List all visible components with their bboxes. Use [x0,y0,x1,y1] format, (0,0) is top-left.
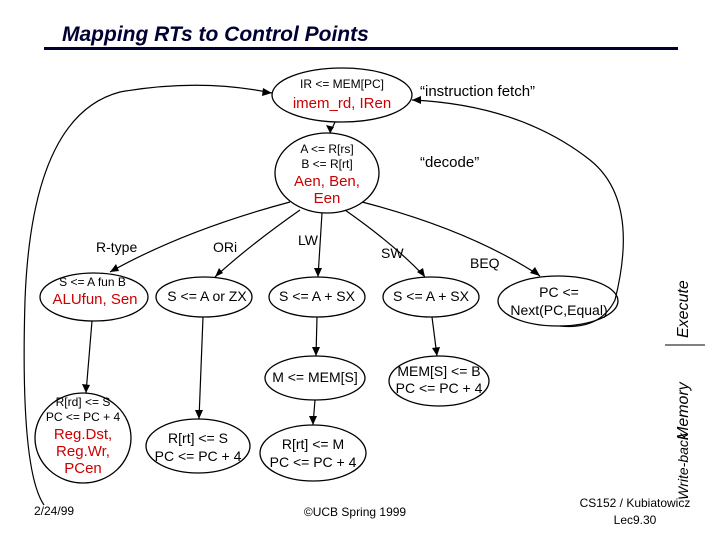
arrowhead-sw [417,268,425,277]
arrowhead-loop-right [412,96,421,104]
arrow-decode-beq [361,201,541,277]
footer-date: 2/24/99 [34,504,75,518]
footer-course: CS152 / Kubiatowicz [579,496,691,510]
fetch-label: “instruction fetch” [420,83,536,100]
sw-mem-rt-2: PC <= PC + 4 [395,380,483,396]
lw-wb-state [259,424,367,482]
branch-sw-label: SW [381,245,404,261]
decode-control-points-1: Aen, Ben, [294,173,360,190]
arrowhead-rtype [110,264,119,272]
fetch-state [271,67,413,123]
rtype-exec-rt: S <= A fun B [59,275,126,289]
arrow-decode-ori [214,209,301,278]
arrowhead-rtype-wb [82,384,90,393]
footer-lecture: Lec9.30 [613,513,657,527]
arrow-rtype-wb [85,320,93,394]
ori-wb-rt-2: PC <= PC + 4 [154,448,242,464]
arrowhead-sw-mem [432,347,440,356]
arrowhead-beq [530,267,540,276]
lw-wb-rt-1: R[rt] <= M [281,436,345,452]
arrowhead-lw-mem-wb [309,416,317,425]
rtype-wb-state [34,392,132,484]
lw-wb-rt-2: PC <= PC + 4 [269,454,357,470]
sw-mem-state [388,355,490,407]
arrowhead-lw-mem [312,347,320,356]
branch-lw-label: LW [298,232,318,248]
return-loop-left [23,84,273,506]
stage-writeback-label: Write-back [675,433,691,500]
arrow-decode-sw [344,209,426,278]
rtype-wb-rt-1: R[rd] <= S [55,395,111,409]
beq-exec-state [497,275,619,327]
ori-exec-rt: S <= A or ZX [167,288,247,304]
title-underline [44,47,678,50]
footer-copyright: ©UCB Spring 1999 [303,505,407,519]
rtype-exec-state [39,272,149,322]
branch-beq-label: BEQ [470,255,500,271]
decode-control-points-2: Een [313,190,341,207]
rtype-wb-control-2: Reg.Wr, [56,443,110,460]
slide-title: Mapping RTs to Control Points [62,23,369,46]
arrowhead-fetch-decode [326,125,334,133]
ori-exec-state [155,276,253,318]
arrow-ori-wb [198,316,204,420]
stage-memory-label: Memory [675,382,692,440]
rtype-wb-control-3: PCen [64,460,102,477]
rtype-wb-control-1: Reg.Dst, [53,426,113,443]
fetch-control-points: imem_rd, IRen [292,95,392,112]
sw-exec-rt: S <= A + SX [393,288,469,304]
sw-mem-rt-1: MEM[S] <= B [397,363,481,379]
stage-execute-label: Execute [675,280,692,338]
rtype-wb-rt-2: PC <= PC + 4 [45,410,121,424]
fetch-rt: IR <= MEM[PC] [299,77,385,91]
branch-ori-label: ORi [213,239,238,255]
beq-exec-rt-2: Next(PC,Equal) [510,302,608,318]
branch-rtype-label: R-type [96,239,138,255]
decode-state [274,132,380,214]
ori-wb-state [145,418,251,474]
rtype-exec-control-points: ALUfun, Sen [52,291,138,308]
arrowhead-lw [314,268,322,277]
decode-rt-b: B <= R[rt] [301,157,353,171]
beq-exec-rt-1: PC <= [539,284,579,300]
decode-label: “decode” [420,154,480,171]
lw-mem-rt: M <= MEM[S] [272,369,358,385]
arrow-decode-rtype [109,201,291,273]
arrow-decode-lw [317,212,323,278]
arrowhead-loop-left [262,88,272,96]
sw-exec-state [382,276,480,318]
decode-rt-a: A <= R[rs] [300,142,354,156]
lw-exec-rt: S <= A + SX [279,288,355,304]
ori-wb-rt-1: R[rt] <= S [168,430,228,446]
arrowhead-ori [215,268,223,277]
arrowhead-ori-wb [195,410,203,419]
return-loop-right [411,99,624,328]
